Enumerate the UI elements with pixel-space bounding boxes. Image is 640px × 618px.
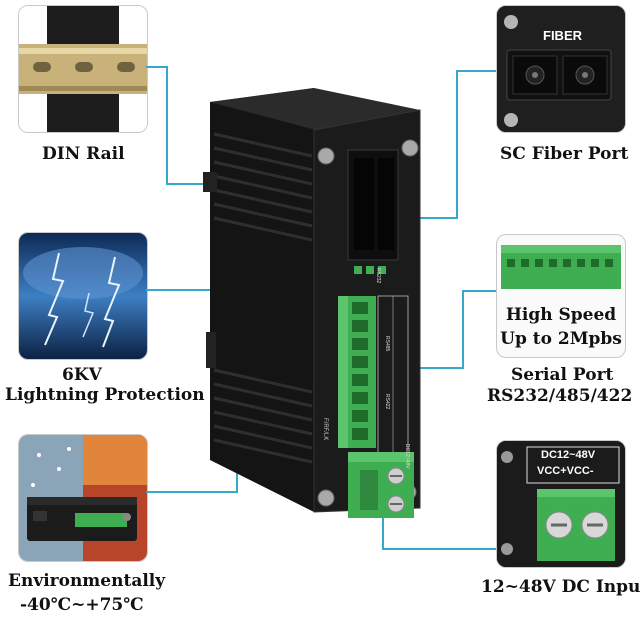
serial-speed-line1: High Speed [505,305,617,325]
serial-leader [462,290,496,292]
fiber-port-label: SC Fiber Port [500,144,629,164]
serial-speed-line2: Up to 2Mpbs [500,329,622,349]
silkscreen-rs422: RS422 [384,394,390,410]
dc-panel-line1: DC12~48V [541,449,596,461]
dc-input-label: 12~48V DC Input [481,577,640,597]
fiber-leader-vertical [456,70,458,218]
fiber-leader [456,70,496,72]
serial-leader-vertical [462,290,464,368]
lightning-leader [146,289,246,291]
lightning-voltage: 6KV [62,365,102,385]
din-rail-leader-end [166,183,210,185]
din-rail-leader-vertical [166,66,168,184]
environment-leader [146,491,238,493]
din-rail-leader [146,66,166,68]
fiber-port-thumbnail: FIBER [496,5,626,133]
din-rail-thumbnail [18,5,148,133]
silkscreen-rs485: RS485 [384,336,390,352]
din-rail-label: DIN Rail [42,144,125,164]
dc-leader [382,548,496,550]
lightning-thumbnail [18,232,148,360]
fiber-leader-end [404,217,458,219]
status-label: F/RF/LK [322,418,328,441]
device-dc-label: DC12~48V [404,444,410,469]
dc-leader-vertical [382,502,384,549]
fiber-panel-text: FIBER [543,28,582,43]
serial-protocols: RS232/485/422 [487,386,633,406]
dc-input-thumbnail: DC12~48V VCC+VCC- [496,440,626,568]
environment-label: Environmentally [8,571,166,591]
serial-leader-end [378,367,464,369]
silkscreen-rs232: RS232 [375,268,381,284]
dc-panel-line2: VCC+VCC- [537,465,594,477]
environment-thumbnail [18,434,148,562]
lightning-label: Lightning Protection [5,385,205,405]
serial-port-label: Serial Port [511,365,614,385]
temperature-range: -40℃~+75℃ [20,595,144,615]
serial-port-thumbnail: High Speed Up to 2Mpbs [496,234,626,358]
